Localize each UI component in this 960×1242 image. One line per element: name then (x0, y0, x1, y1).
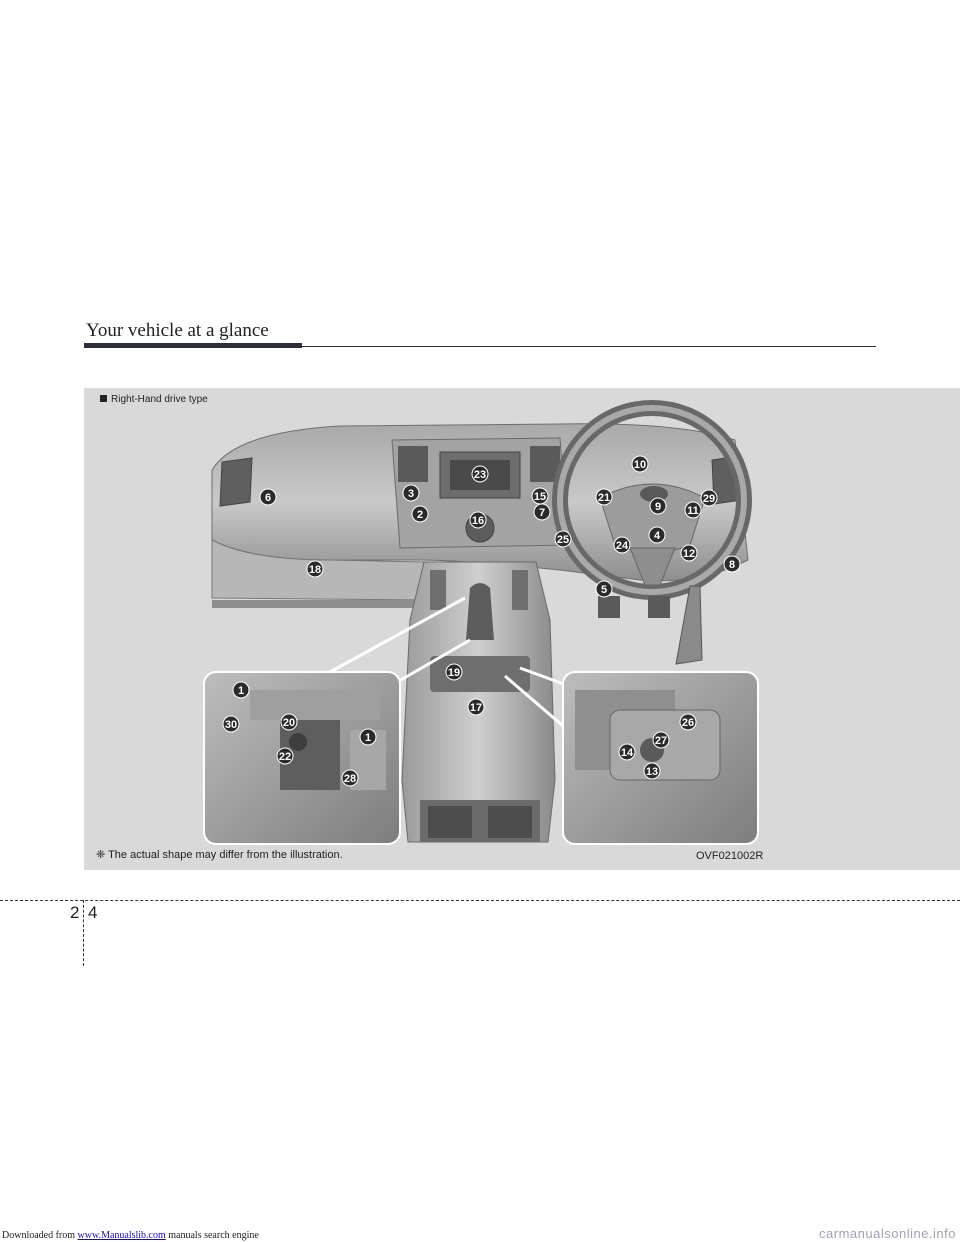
callout-marker (652, 731, 670, 749)
callout-number: 1 (365, 732, 371, 744)
download-prefix: Downloaded from (2, 1230, 78, 1241)
callout-number: 18 (309, 564, 321, 576)
download-suffix: manuals search engine (165, 1230, 259, 1241)
callout-number: 29 (703, 493, 715, 505)
callout-marker (679, 713, 697, 731)
callout-number: 5 (601, 584, 607, 596)
callout-marker (680, 544, 698, 562)
callout-marker (554, 530, 572, 548)
chapter-number: 2 (70, 903, 80, 922)
callout-number: 8 (729, 559, 735, 571)
callout-marker (471, 465, 489, 483)
callout-number: 10 (634, 459, 646, 471)
title-rule (302, 346, 876, 347)
callout-marker (595, 580, 613, 598)
callout-marker (341, 769, 359, 787)
callout-marker (411, 505, 429, 523)
page-divider (0, 900, 960, 901)
drive-type-text: Right-Hand drive type (111, 394, 208, 405)
callout-number: 6 (265, 492, 271, 504)
callout-marker (276, 747, 294, 765)
callout-number: 11 (687, 505, 699, 517)
callout-marker (618, 743, 636, 761)
callout-marker (649, 497, 667, 515)
callout-number: 17 (470, 702, 482, 714)
title-bar (84, 343, 302, 348)
manualslib-link[interactable]: www.Manualslib.com (77, 1230, 166, 1241)
watermark: carmanualsonline.info (819, 1226, 956, 1241)
callout-marker (684, 501, 702, 519)
square-bullet-icon (100, 395, 107, 402)
callout-number: 3 (408, 488, 414, 500)
callout-number: 25 (557, 534, 569, 546)
callout-number: 28 (344, 773, 356, 785)
callout-number: 13 (646, 766, 658, 778)
callout-number: 24 (616, 540, 629, 552)
callout-marker (306, 560, 324, 578)
callout-marker (643, 762, 661, 780)
callout-number: 4 (654, 530, 661, 542)
callout-number: 12 (683, 548, 695, 560)
callout-number: 23 (474, 469, 486, 481)
callout-marker (631, 455, 649, 473)
callout-marker (723, 555, 741, 573)
callout-number: 14 (621, 747, 634, 759)
callout-number: 20 (283, 717, 295, 729)
callout-marker (613, 536, 631, 554)
drive-type-label: Right-Hand drive type (100, 394, 208, 405)
callout-number: 16 (472, 515, 484, 527)
callout-number: 21 (598, 492, 610, 504)
download-header: Downloaded from www.Manualslib.com manua… (2, 1230, 259, 1241)
callout-number: 19 (448, 667, 460, 679)
callout-marker (402, 484, 420, 502)
figure-note: ❈ The actual shape may differ from the i… (96, 849, 343, 861)
callout-marker (232, 681, 250, 699)
section-title: Your vehicle at a glance (86, 320, 269, 341)
callout-marker (469, 511, 487, 529)
callout-marker (533, 503, 551, 521)
callout-marker (445, 663, 463, 681)
callout-marker (359, 728, 377, 746)
callout-number: 15 (534, 491, 546, 503)
callout-number: 30 (225, 719, 237, 731)
callout-marker (648, 526, 666, 544)
callout-number: 26 (682, 717, 694, 729)
page-number: 4 (88, 903, 98, 922)
callout-marker (222, 715, 240, 733)
callout-number: 2 (417, 509, 423, 521)
callout-marker (280, 713, 298, 731)
callout-marker (259, 488, 277, 506)
figure-code: OVF021002R (696, 850, 764, 862)
callout-marker (467, 698, 485, 716)
callout-number: 1 (238, 685, 244, 697)
callout-number: 22 (279, 751, 291, 763)
callout-number: 9 (655, 501, 661, 513)
callout-marker (700, 489, 718, 507)
page-divider-vertical (83, 900, 84, 966)
callout-number: 7 (539, 507, 545, 519)
callout-number: 27 (655, 735, 667, 747)
callout-marker (595, 488, 613, 506)
